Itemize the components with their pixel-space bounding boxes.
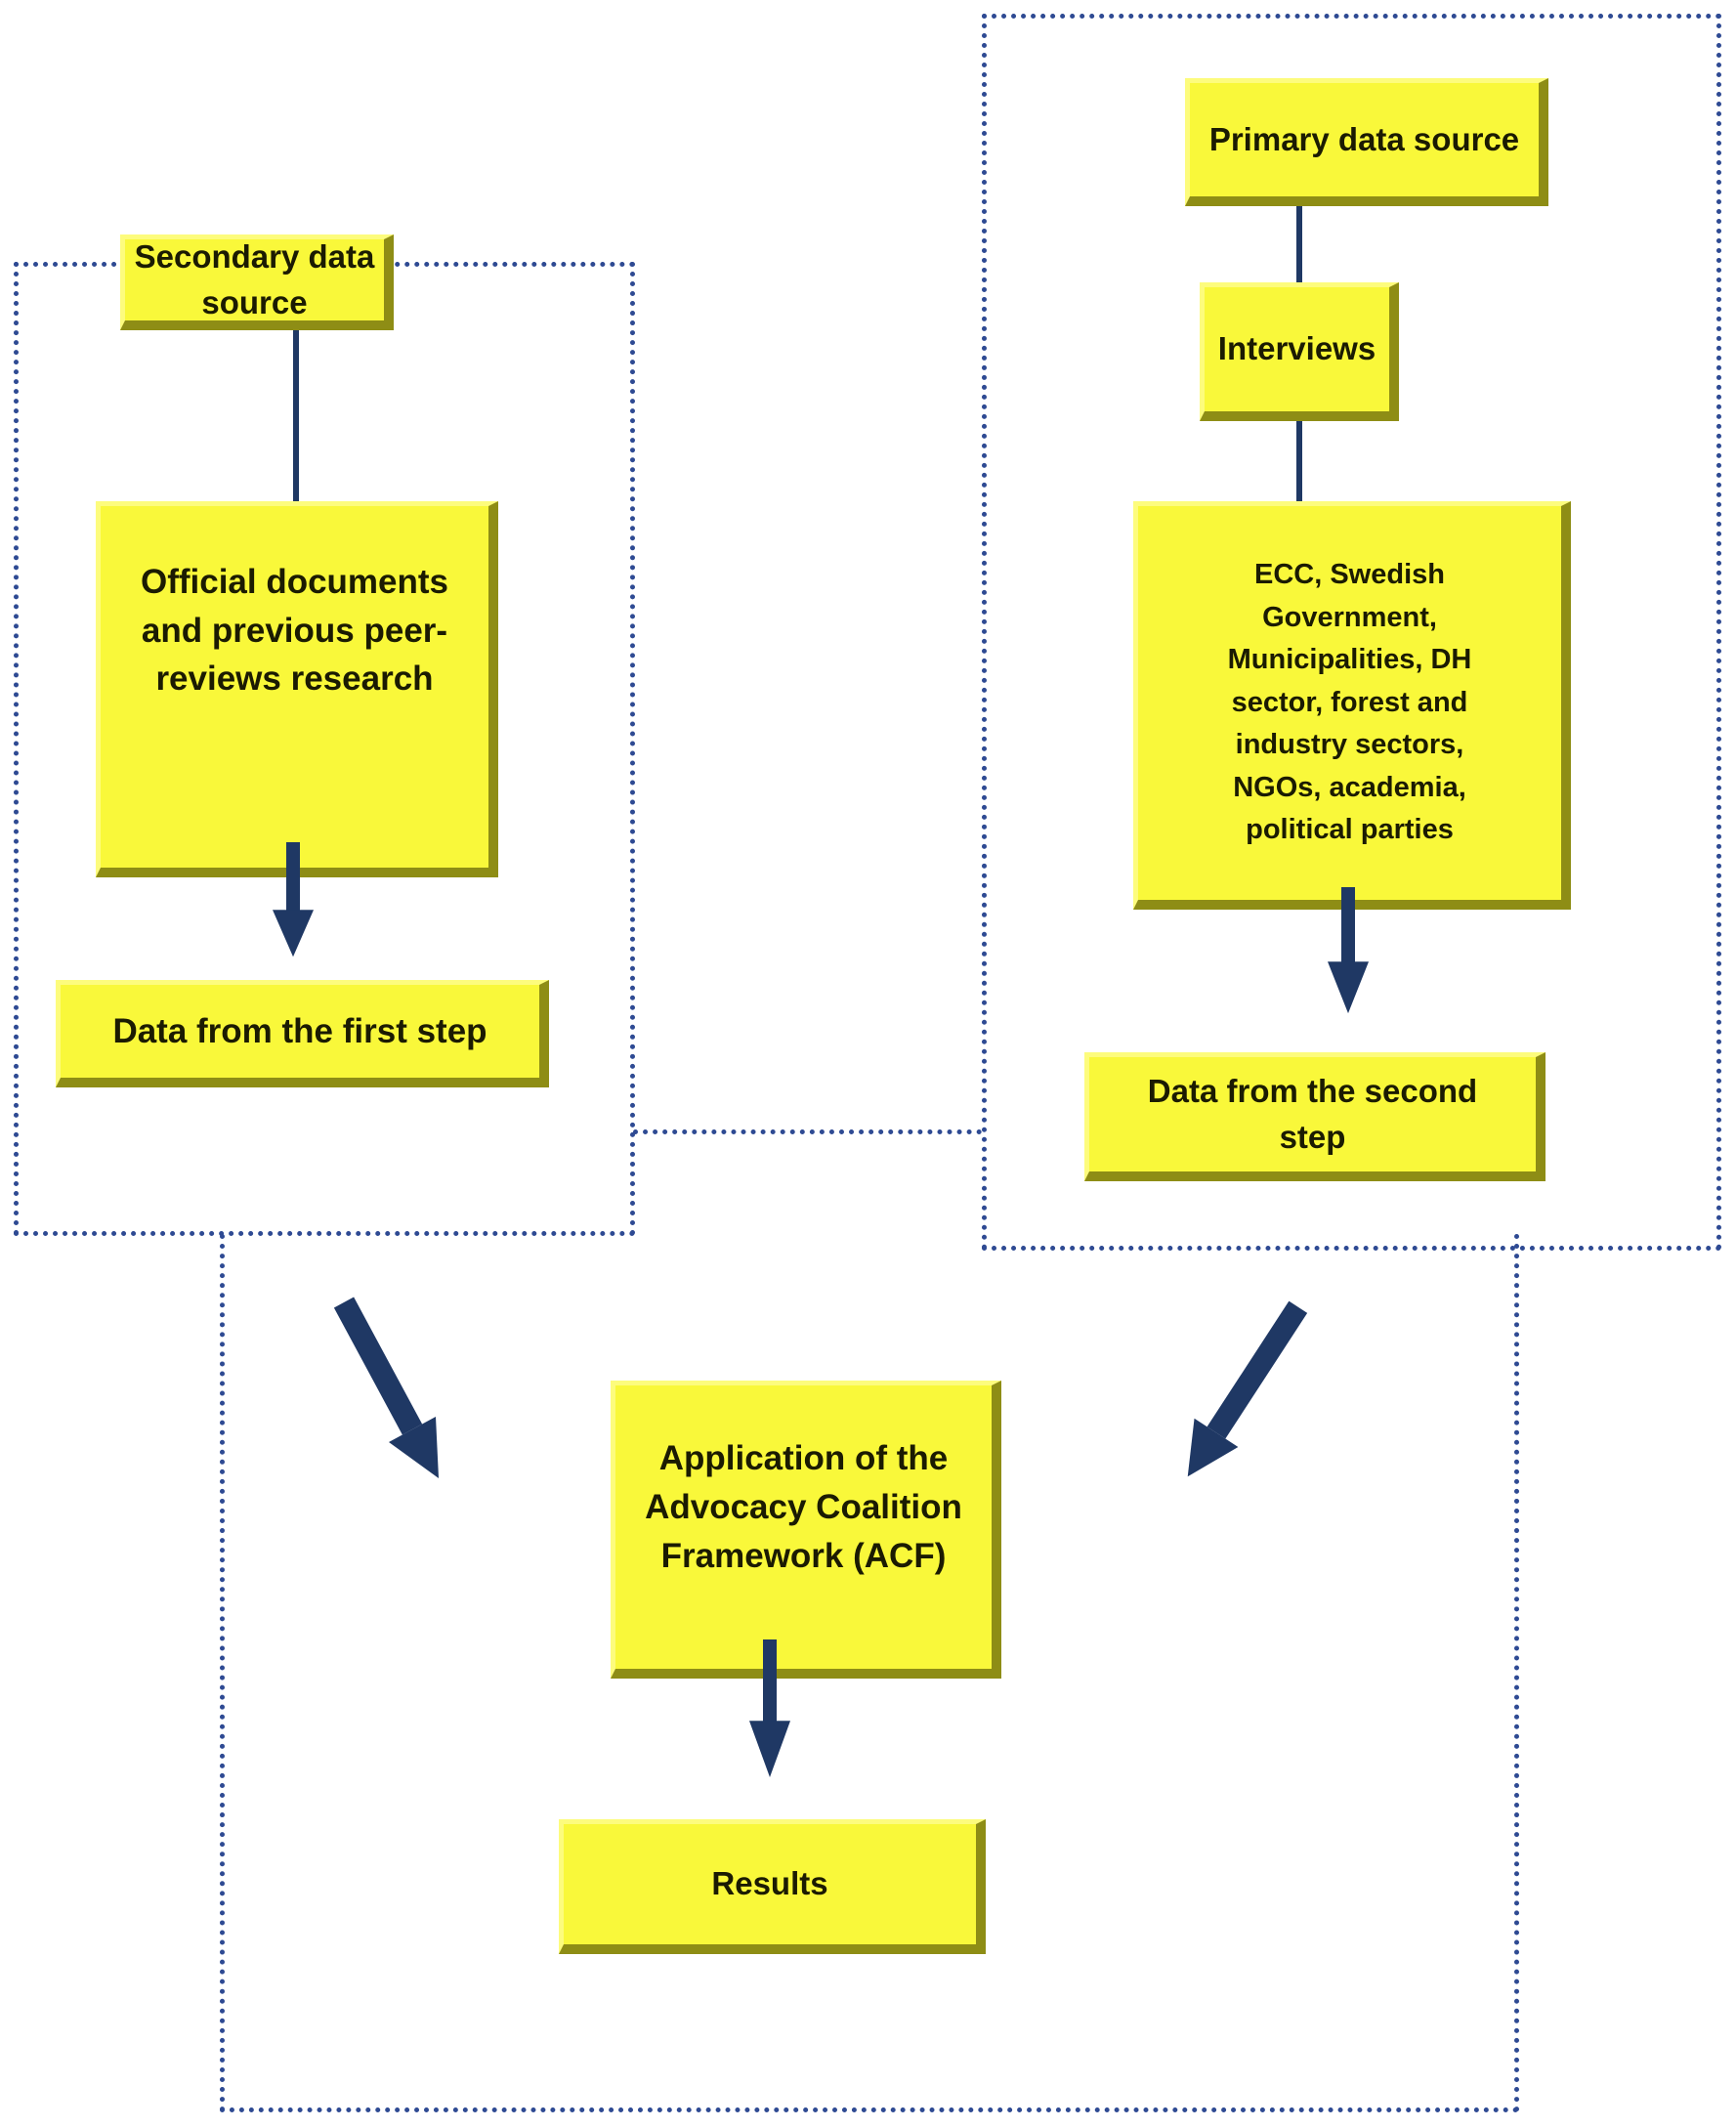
results-arrow-icon	[749, 1639, 790, 1778]
secondary-to-documents-line	[293, 329, 299, 502]
left-converge-arrow-icon	[333, 1297, 439, 1478]
stakeholders-label: ECC, Swedish Government, Municipalities,…	[1227, 559, 1472, 846]
secondary-source-box: Secondary data source	[120, 234, 394, 330]
first-step-arrow-icon	[273, 842, 314, 958]
primary-to-interviews-line	[1296, 205, 1302, 283]
analysis-group-outline	[220, 1234, 1519, 2112]
data-second-step-label: Data from the second step	[1147, 1072, 1478, 1155]
data-second-step-box: Data from the second step	[1084, 1052, 1545, 1181]
second-step-arrow-icon	[1328, 887, 1369, 1014]
interviews-label: Interviews	[1217, 330, 1376, 367]
primary-source-box: Primary data source	[1185, 78, 1548, 206]
acf-application-box: Application of the Advocacy Coalition Fr…	[611, 1381, 1001, 1679]
group-connector-dotted-line	[633, 1129, 982, 1134]
results-box: Results	[559, 1819, 986, 1954]
interviews-to-stakeholders-line	[1296, 420, 1302, 503]
official-documents-label: Official documents and previous peer-rev…	[140, 562, 449, 699]
data-first-step-label: Data from the first step	[112, 1011, 487, 1050]
right-converge-arrow-icon	[1187, 1300, 1308, 1477]
interviews-box: Interviews	[1200, 282, 1399, 421]
primary-source-label: Primary data source	[1208, 120, 1520, 157]
results-label: Results	[711, 1865, 828, 1902]
data-first-step-box: Data from the first step	[56, 980, 549, 1087]
secondary-source-label: Secondary data source	[134, 237, 375, 320]
official-documents-box: Official documents and previous peer-rev…	[96, 501, 498, 877]
acf-application-label: Application of the Advocacy Coalition Fr…	[645, 1439, 962, 1575]
stakeholders-box: ECC, Swedish Government, Municipalities,…	[1133, 501, 1571, 910]
primary-data-group-outline	[982, 14, 1721, 1251]
